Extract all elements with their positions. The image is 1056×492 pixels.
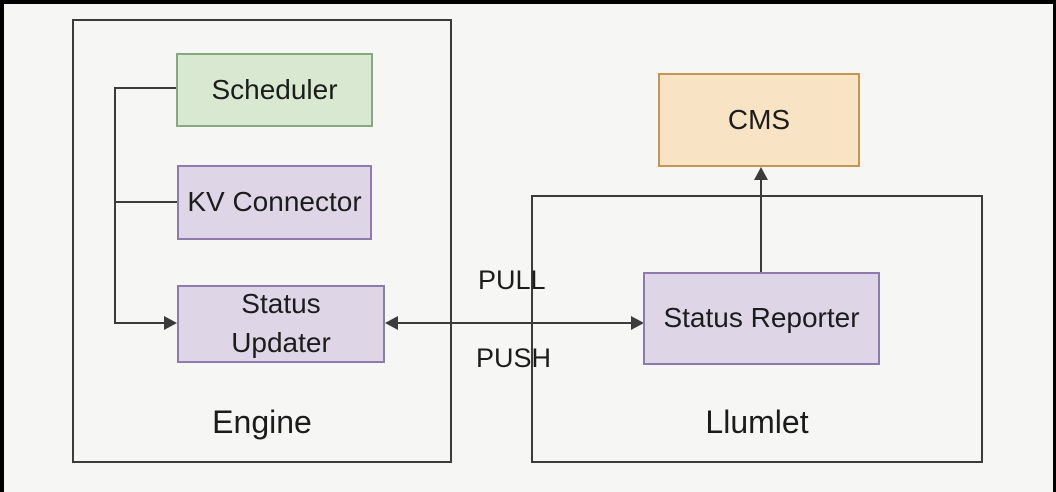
status-updater-node: Status Updater [177,285,385,363]
llumlet-label: Llumlet [705,404,809,440]
cms-node: CMS [658,73,860,167]
engine-container: Engine [72,19,452,463]
llumlet-container: Llumlet [531,195,983,463]
push-edge-label: PUSH [476,343,552,373]
arrowhead-into-cms [754,167,768,180]
pull-edge-label: PULL [478,265,546,295]
arrowhead-into-status-updater [385,316,398,330]
arrowhead-into-status-reporter [631,316,644,330]
cms-node-label: CMS [727,103,791,135]
screen-edge-right [1053,0,1056,492]
kv-connector-node: KV Connector [177,165,372,240]
screen-edge-top [0,0,1056,4]
scheduler-connector-line [114,87,176,89]
scheduler-node-label: Scheduler [211,73,338,105]
status-reporter-node-label: Status Reporter [663,302,860,334]
kv-connector-node-label: KV Connector [187,186,362,218]
status-reporter-node: Status Reporter [643,272,880,365]
updater-reporter-arrow-line [396,322,632,324]
status-updater-connector-line [114,322,164,324]
engine-tree-vertical-line [114,87,116,324]
scheduler-node: Scheduler [176,53,373,127]
status-updater-node-label: Status Updater [231,288,331,358]
engine-label: Engine [212,404,312,440]
screen-edge-left [0,0,4,492]
kv-connector-connector-line [114,201,177,203]
reporter-cms-arrow-line [760,178,762,272]
arrowhead-into-status-updater-left [164,316,177,330]
